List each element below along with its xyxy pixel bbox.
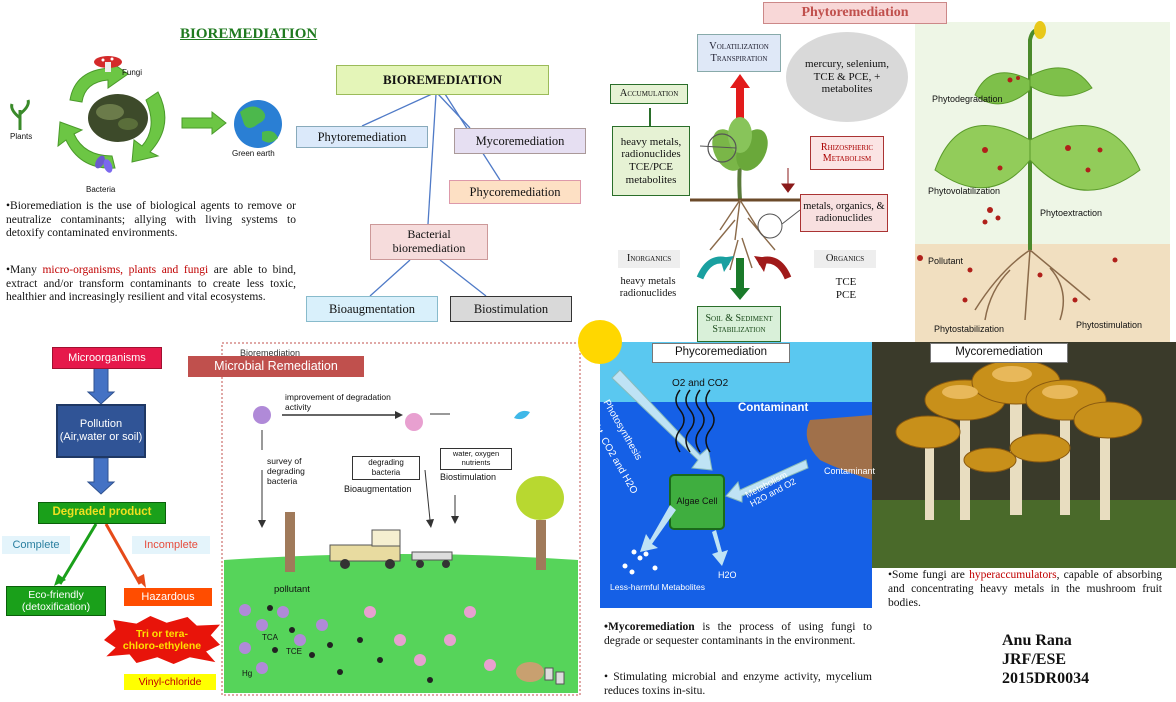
plant-icon [10, 99, 30, 130]
microbial-label: Microbial Remediation [188, 356, 364, 377]
phyto-inorganics: Inorganics [618, 250, 680, 268]
tree-root: BIOREMEDIATION [336, 65, 549, 95]
fungi-label: Fungi [122, 68, 143, 77]
author-name: Anu Rana [1002, 632, 1072, 649]
phyco-label: Phycoremediation [652, 343, 790, 363]
myco-label: Mycoremediation [930, 343, 1068, 363]
flow-vinyl: Vinyl-chloride [124, 674, 216, 690]
tree-bacterial: Bacterial bioremediation [370, 224, 488, 260]
author-block: Anu Rana JRF/ESE 2015DR0034 [1002, 632, 1089, 689]
author-role: JRF/ESE [1002, 650, 1067, 668]
tree-bioaug: Bioaugmentation [306, 296, 438, 322]
bacteria-icon [95, 155, 105, 169]
bioaug-label: Bioaugmentation [344, 484, 412, 494]
phyto-rhizo: Rhizospheric Metabolism [810, 136, 884, 170]
plant-degradation: Phytodegradation [932, 94, 1003, 104]
arrow-to-earth [181, 110, 227, 136]
nutrients-label: water, oxygen nutrients [440, 448, 512, 470]
plants-label: Plants [10, 132, 33, 141]
intro-paragraph-2: •Many micro-organisms, plants and fungi … [6, 264, 296, 304]
plant-extraction: Phytoextraction [1040, 208, 1103, 218]
phyto-volatilization: Volatilization Transpiration [697, 34, 781, 72]
myco-description-2: • Stimulating microbial and enzyme activ… [604, 671, 872, 697]
flow-incomplete: Incomplete [132, 536, 210, 554]
flow-ecofriendly: Eco-friendly (detoxification) [6, 586, 106, 616]
phyco-contaminant: Contaminant [824, 466, 876, 476]
phyto-volatiles-cloud: mercury, selenium, TCE & PCE, + metaboli… [786, 32, 908, 122]
cycle-arrow-1 [69, 58, 129, 103]
cycle-arrow-2 [131, 91, 166, 163]
phyto-inorganic-items: heavy metals radionuclides [619, 276, 677, 300]
flow-pollution: Pollution (Air,water or soil) [56, 404, 146, 458]
tree-myco: Mycoremediation [454, 128, 586, 154]
phyto-organics: Organics [814, 250, 876, 268]
phyto-accumulation: Accumulation [610, 84, 688, 104]
phyco-o2co2: O2 and CO2 [672, 378, 729, 389]
degrading-label: degrading bacteria [352, 456, 420, 480]
tree-biostim: Biostimulation [450, 296, 572, 322]
phyto-soil: Soil & Sediment Stabilization [697, 306, 781, 342]
intro-paragraph-1: •Bioremediation is the use of biological… [6, 200, 296, 240]
main-title: BIOREMEDIATION [180, 26, 318, 42]
fungi-hyperaccumulators: •Some fungi are hyperaccumulators, capab… [888, 569, 1162, 609]
phyto-accum-items: heavy metals, radionuclides TCE/PCE meta… [612, 126, 690, 196]
flow-microorganisms: Microorganisms [52, 347, 162, 369]
phyco-less: Less-harmful Metabolites [610, 582, 705, 592]
phyto-rhizo-items: metals, organics, & radionuclides [800, 194, 888, 232]
bacteria-label: Bacteria [86, 185, 116, 194]
flow-hazardous: Hazardous [124, 588, 212, 606]
phyto-organic-items: TCE PCE [835, 276, 857, 301]
pollutant-label: pollutant [274, 584, 310, 595]
plant-stimulation: Phytostimulation [1076, 320, 1143, 330]
highlight-hyperaccumulators: hyperaccumulators [969, 569, 1057, 581]
plant-pollutant: Pollutant [928, 256, 964, 266]
tree-phyco: Phycoremediation [449, 180, 581, 204]
highlight-organisms: micro-organisms, plants and fungi [42, 264, 209, 276]
phyto-title: Phytoremediation [763, 2, 947, 24]
plant-volatilization: Phytovolatilization [928, 186, 1001, 196]
flow-degraded: Degraded product [38, 502, 166, 524]
bird-icon [514, 410, 530, 420]
improvement-label: improvement of degradation activity [285, 392, 391, 413]
myco-description: •Mycoremediation is the process of using… [604, 621, 872, 647]
flow-complete: Complete [2, 536, 70, 554]
tce-label: TCE [286, 647, 302, 656]
hg-label: Hg [242, 669, 253, 678]
author-id: 2015DR0034 [1002, 669, 1090, 687]
bacteria-survey-icon [253, 406, 271, 424]
tca-label: TCA [262, 633, 278, 642]
tree-phyto: Phytoremediation [296, 126, 428, 148]
phyco-algae: Algae Cell [676, 496, 718, 506]
phyco-contaminant-title: Contaminant [738, 402, 809, 414]
survey-label: survey of degrading bacteria [267, 456, 305, 487]
biostim-label: Biostimulation [440, 472, 497, 482]
microbial-bioremediation-text: Bioremediation [240, 348, 301, 358]
green-earth-label: Green earth [232, 149, 275, 158]
algae-cell-icon [669, 474, 725, 530]
plant-stabilization: Phytostabilization [934, 324, 1005, 334]
phyco-h2o: H2O [718, 570, 737, 580]
